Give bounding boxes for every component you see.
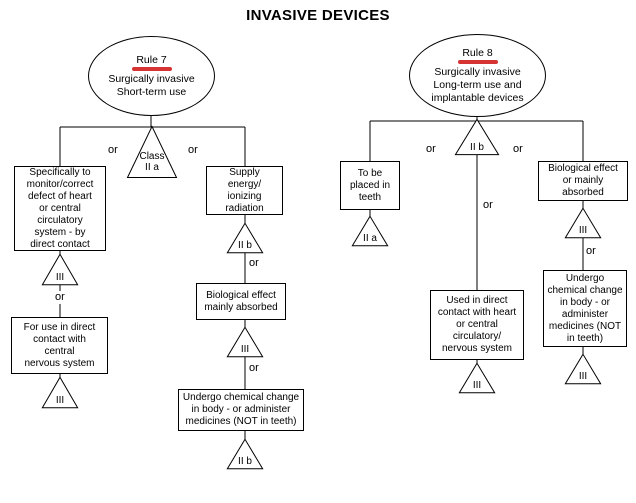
rule8-red-underline [457, 59, 498, 64]
or-connector-label: or [426, 143, 436, 155]
class-triangle-teeth: II a [352, 216, 388, 246]
triangle-icon [227, 223, 263, 253]
class-triangle-bio-1: III [565, 208, 601, 238]
triangle-icon [455, 119, 499, 155]
or-connector-label: or [513, 143, 523, 155]
triangle-icon [127, 126, 177, 178]
or-connector-label: or [249, 362, 259, 374]
or-connector-label: or [108, 144, 118, 156]
triangle-icon [227, 439, 263, 469]
rule7-description: Surgically invasive Short-term use [108, 72, 195, 98]
triangle-icon [352, 216, 388, 246]
triangle-icon [42, 377, 78, 408]
rule8-label: Rule 8 [462, 46, 493, 59]
class-label-energy-1: II b [238, 240, 252, 251]
box-chemical-change-medicines-2: Undergo chemical change in body - or adm… [543, 270, 627, 347]
box-monitor-correct-heart: Specifically to monitor/correct defect o… [14, 166, 106, 251]
box-central-nervous-system: For use in direct contact with central n… [11, 317, 108, 374]
triangle-icon [42, 254, 78, 285]
class-triangle-energy-2: III [227, 327, 263, 357]
or-connector-label: or [53, 291, 67, 304]
or-connector-label: or [188, 144, 198, 156]
box-placed-in-teeth: To be placed in teeth [340, 161, 400, 210]
rule7-node: Rule 7 Surgically invasive Short-term us… [88, 36, 215, 116]
class-label-monitor-2: III [55, 395, 65, 406]
box-direct-contact-heart: Used in direct contact with heart or cen… [430, 290, 524, 360]
triangle-icon [459, 363, 495, 393]
class-label-rule8-root: II b [470, 142, 484, 153]
class-label-heart: III [472, 380, 482, 391]
box-biological-effect-mainly-absorbed: Biological effect or mainly absorbed [538, 161, 628, 201]
or-connector-label: or [586, 245, 596, 257]
page-title: INVASIVE DEVICES [246, 7, 390, 24]
rule7-label: Rule 7 [136, 53, 167, 66]
class-triangle-monitor-1: III [42, 254, 78, 285]
class-label-rule7-root: Class II a [139, 151, 165, 173]
class-label-bio-2: III [578, 371, 588, 382]
class-label-teeth: II a [363, 233, 377, 244]
rule7-red-underline [131, 66, 172, 71]
class-label-energy-3: II b [238, 456, 252, 467]
or-connector-label: or [249, 257, 259, 269]
rule8-description: Surgically invasive Long-term use and im… [431, 65, 524, 104]
class-label-bio-1: III [578, 225, 588, 236]
triangle-icon [227, 327, 263, 357]
box-chemical-change-medicines: Undergo chemical change in body - or adm… [178, 389, 304, 431]
box-supply-energy: Supply energy/ ionizing radiation [206, 166, 283, 215]
class-triangle-rule7-root: Class II a [127, 126, 177, 178]
class-triangle-bio-2: III [565, 354, 601, 384]
class-triangle-rule8-root: II b [455, 119, 499, 155]
rule8-node: Rule 8 Surgically invasive Long-term use… [409, 34, 546, 117]
class-label-energy-2: III [240, 344, 250, 355]
class-triangle-energy-3: II b [227, 439, 263, 469]
class-triangle-heart: III [459, 363, 495, 393]
class-triangle-monitor-2: III [42, 377, 78, 408]
class-triangle-energy-1: II b [227, 223, 263, 253]
triangle-icon [565, 354, 601, 384]
box-biological-effect-absorbed: Biological effect mainly absorbed [196, 283, 286, 320]
or-connector-label: or [483, 199, 493, 211]
class-label-monitor-1: III [55, 272, 65, 283]
triangle-icon [565, 208, 601, 238]
